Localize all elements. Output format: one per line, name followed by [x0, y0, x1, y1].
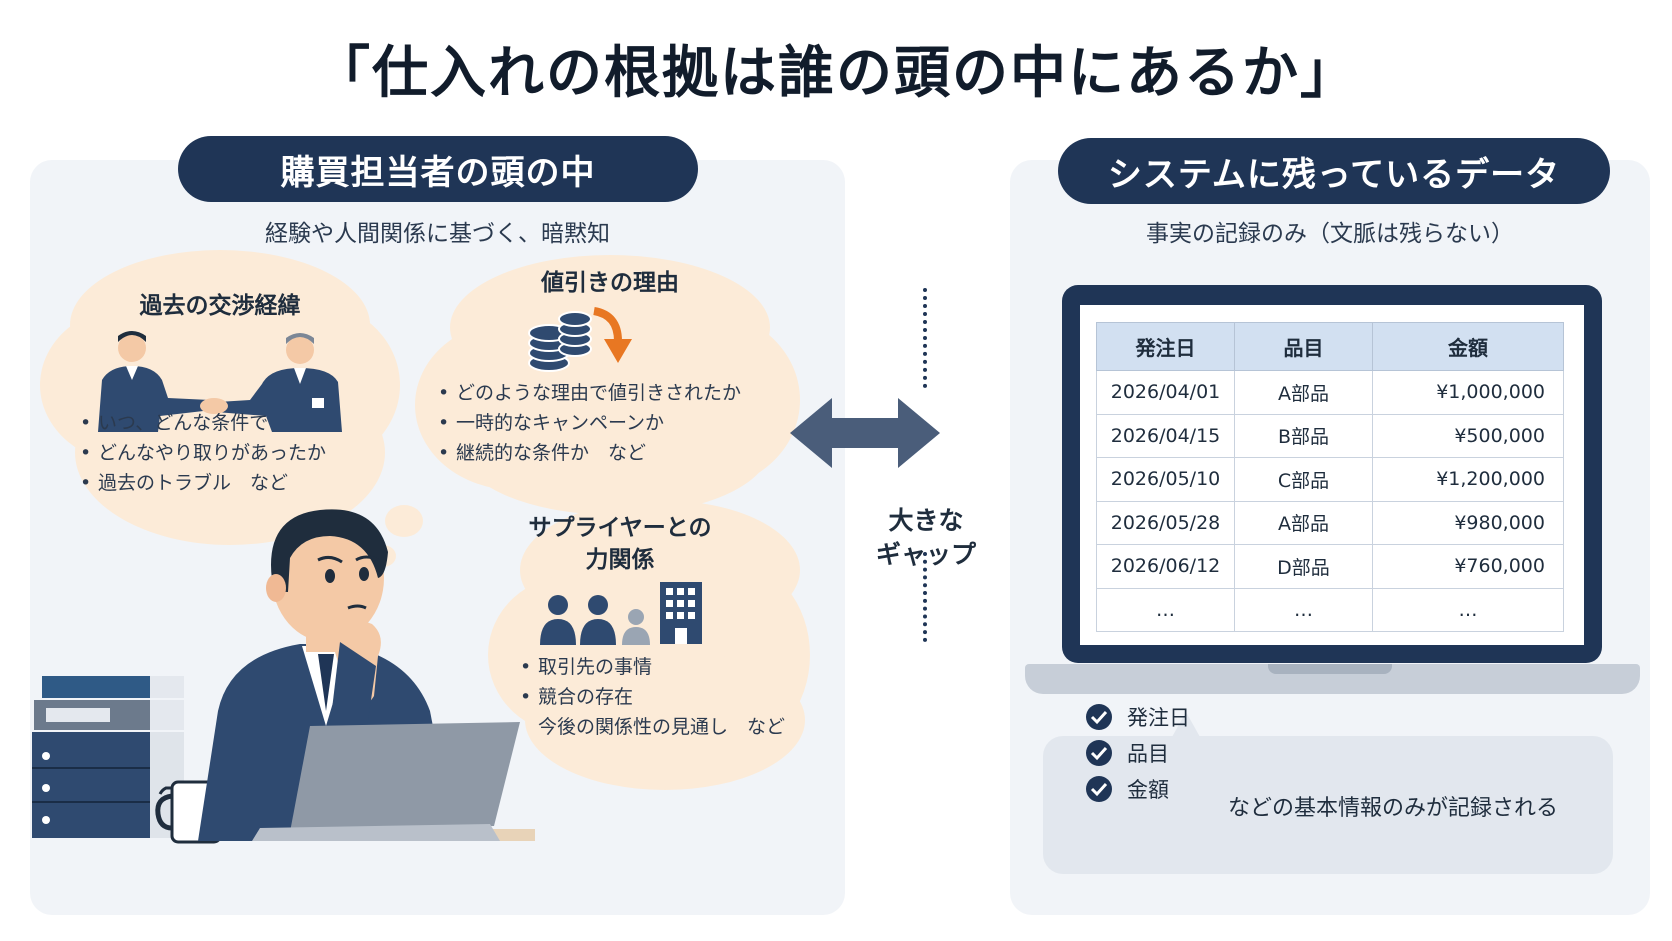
left-subtitle: 経験や人間関係に基づく、暗黙知 [265, 221, 610, 247]
cloud2-bullet: 一時的なキャンペーンか [438, 408, 741, 438]
table-header-item: 品目 [1234, 322, 1373, 371]
table-row: 2026/06/12 D部品 ¥760,000 [1096, 544, 1564, 589]
table-row: 2026/04/01 A部品 ¥1,000,000 [1096, 370, 1564, 415]
table-row: 2026/05/10 C部品 ¥1,200,000 [1096, 457, 1564, 502]
building-icon [660, 582, 702, 644]
table-header-row: 発注日 品目 金額 [1096, 322, 1564, 371]
table-cell-date: 2026/05/10 [1096, 457, 1235, 502]
cloud3-bullet: 競合の存在 [520, 682, 785, 712]
book-stack-icon [32, 676, 184, 838]
order-table: 発注日 品目 金額 2026/04/01 A部品 ¥1,000,000 2026… [1096, 322, 1564, 632]
cloud3-bullets: 取引先の事情 競合の存在 今後の関係性の見通し など [520, 652, 785, 742]
table-row: … … … [1096, 587, 1564, 632]
cloud2-bullets: どのような理由で値引きされたか 一時的なキャンペーンか 継続的な条件か など [438, 378, 741, 468]
check-item-item: 品目 [1085, 738, 1169, 768]
table-cell-amount: ¥760,000 [1372, 544, 1564, 589]
info-box-pointer [1172, 712, 1200, 737]
left-heading: 購買担当者の頭の中 [178, 136, 698, 202]
check-circle-icon [1086, 740, 1112, 766]
cloud3-title: サプライヤーとの 力関係 [500, 512, 740, 576]
check-label: 品目 [1127, 742, 1169, 766]
table-cell-amount: ¥1,200,000 [1372, 457, 1564, 502]
cloud3-title-line2: 力関係 [585, 547, 655, 573]
table-header-amount: 金額 [1372, 322, 1564, 371]
table-cell-amount: … [1372, 587, 1564, 632]
table-cell-item: C部品 [1234, 457, 1373, 502]
cloud1-bullet: 過去のトラブル など [80, 468, 326, 498]
table-cell-amount: ¥500,000 [1372, 413, 1564, 458]
cloud1-title: 過去の交渉経緯 [139, 293, 301, 319]
cloud1-bullet: どんなやり取りがあったか [80, 438, 326, 468]
table-cell-date: … [1096, 587, 1235, 632]
right-heading: システムに残っているデータ [1058, 138, 1610, 204]
table-cell-item: D部品 [1234, 544, 1373, 589]
table-cell-item: A部品 [1234, 500, 1373, 545]
table-row: 2026/04/15 B部品 ¥500,000 [1096, 413, 1564, 458]
table-header-date: 発注日 [1096, 322, 1235, 371]
right-subtitle: 事実の記録のみ（文脈は残らない） [1146, 221, 1514, 247]
table-cell-amount: ¥980,000 [1372, 500, 1564, 545]
cloud1-bullets: いつ、どんな条件で どんなやり取りがあったか 過去のトラブル など [80, 408, 326, 498]
info-note: などの基本情報のみが記録される [1228, 796, 1559, 821]
table-cell-date: 2026/04/15 [1096, 413, 1235, 458]
cloud2-title: 値引きの理由 [541, 270, 679, 296]
coin-stack-icon [528, 311, 592, 372]
check-item-amount: 金額 [1085, 774, 1169, 804]
table-cell-date: 2026/06/12 [1096, 544, 1235, 589]
gap-dots-top [923, 288, 931, 388]
table-cell-amount: ¥1,000,000 [1372, 370, 1564, 415]
cloud2-bullet: どのような理由で値引きされたか [438, 378, 741, 408]
table-cell-item: … [1234, 587, 1373, 632]
page-title: 「仕入れの根拠は誰の頭の中にあるか」 [314, 41, 1358, 106]
thinking-person-icon [198, 509, 535, 841]
cloud2-bullet: 継続的な条件か など [438, 438, 741, 468]
check-circle-icon [1086, 776, 1112, 802]
check-item-date: 発注日 [1085, 702, 1190, 732]
people-icon [540, 595, 650, 645]
gap-label-line1: 大きな [888, 506, 964, 535]
double-arrow-icon [790, 398, 940, 468]
cloud3-bullet: 取引先の事情 [520, 652, 785, 682]
check-label: 発注日 [1127, 706, 1190, 730]
table-cell-item: B部品 [1234, 413, 1373, 458]
gap-dots-bottom [923, 552, 931, 642]
info-box [1043, 736, 1613, 874]
cloud1-content: 過去の交渉経緯 [90, 290, 350, 322]
down-arrow-icon [593, 307, 632, 363]
check-circle-icon [1086, 704, 1112, 730]
table-cell-date: 2026/04/01 [1096, 370, 1235, 415]
table-cell-date: 2026/05/28 [1096, 500, 1235, 545]
check-label: 金額 [1127, 778, 1169, 802]
cloud1-bullet: いつ、どんな条件で [80, 408, 326, 438]
table-cell-item: A部品 [1234, 370, 1373, 415]
cloud3-bullet: 今後の関係性の見通し など [538, 716, 786, 738]
table-row: 2026/05/28 A部品 ¥980,000 [1096, 500, 1564, 545]
cloud3-title-line1: サプライヤーとの [528, 515, 712, 541]
